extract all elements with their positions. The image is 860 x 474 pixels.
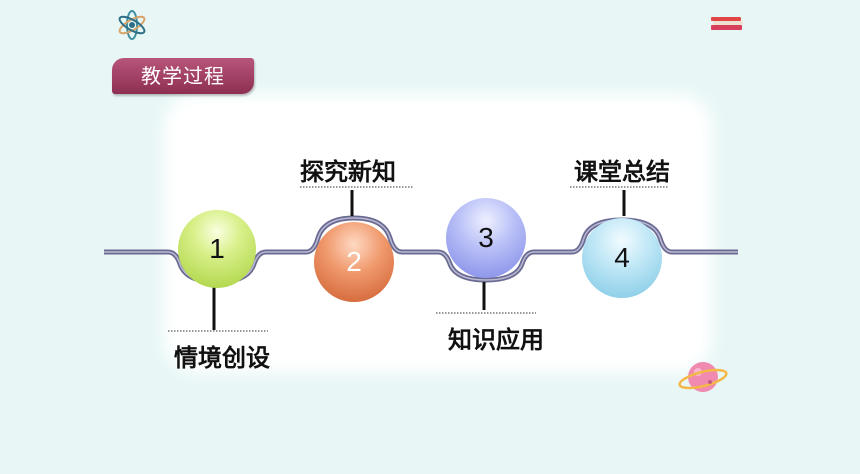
planet-icon [678, 362, 728, 392]
step-circle-3: 3 [446, 198, 526, 278]
section-title-banner: 教学过程 [112, 58, 254, 94]
atom-icon [118, 10, 146, 40]
step-label-2: 探究新知 [300, 158, 396, 186]
step-circle-4: 4 [582, 218, 662, 298]
step-label-4: 课堂总结 [574, 158, 670, 186]
step-circle-1: 1 [178, 210, 256, 288]
step-label-1: 情境创设 [174, 344, 270, 372]
books-icon [711, 17, 743, 30]
step-circle-2: 2 [314, 222, 394, 302]
step-label-3: 知识应用 [448, 326, 544, 354]
